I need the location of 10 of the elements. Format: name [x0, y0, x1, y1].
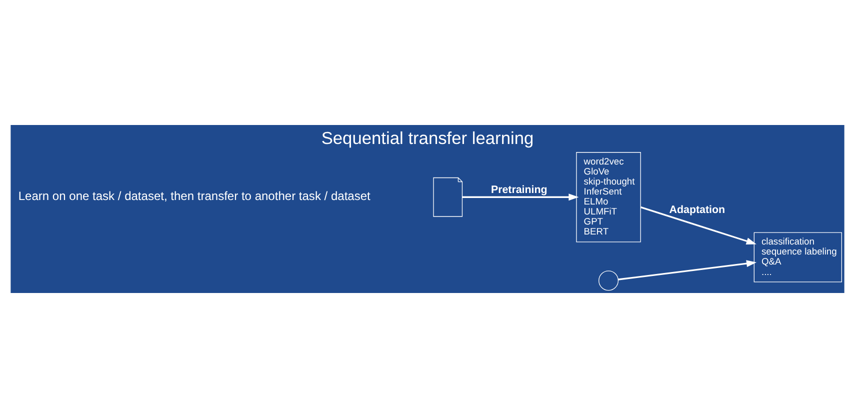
arrow [640, 206, 756, 244]
edge-label: Adaptation [668, 204, 725, 216]
arrow [462, 194, 578, 201]
arrow [618, 260, 756, 280]
label: Learn on one task / dataset, then transfer to another task / dataset [18, 189, 370, 204]
edge-label: Pretraining [490, 184, 547, 196]
node-box: classification sequence labeling Q&A .... [753, 232, 842, 282]
node-box: word2vec GloVe skip-thought InferSent ELMo ULMFiT GPT BERT [576, 152, 640, 242]
node-person [598, 270, 618, 291]
diagram-title: Sequential transfer learning [320, 128, 534, 148]
